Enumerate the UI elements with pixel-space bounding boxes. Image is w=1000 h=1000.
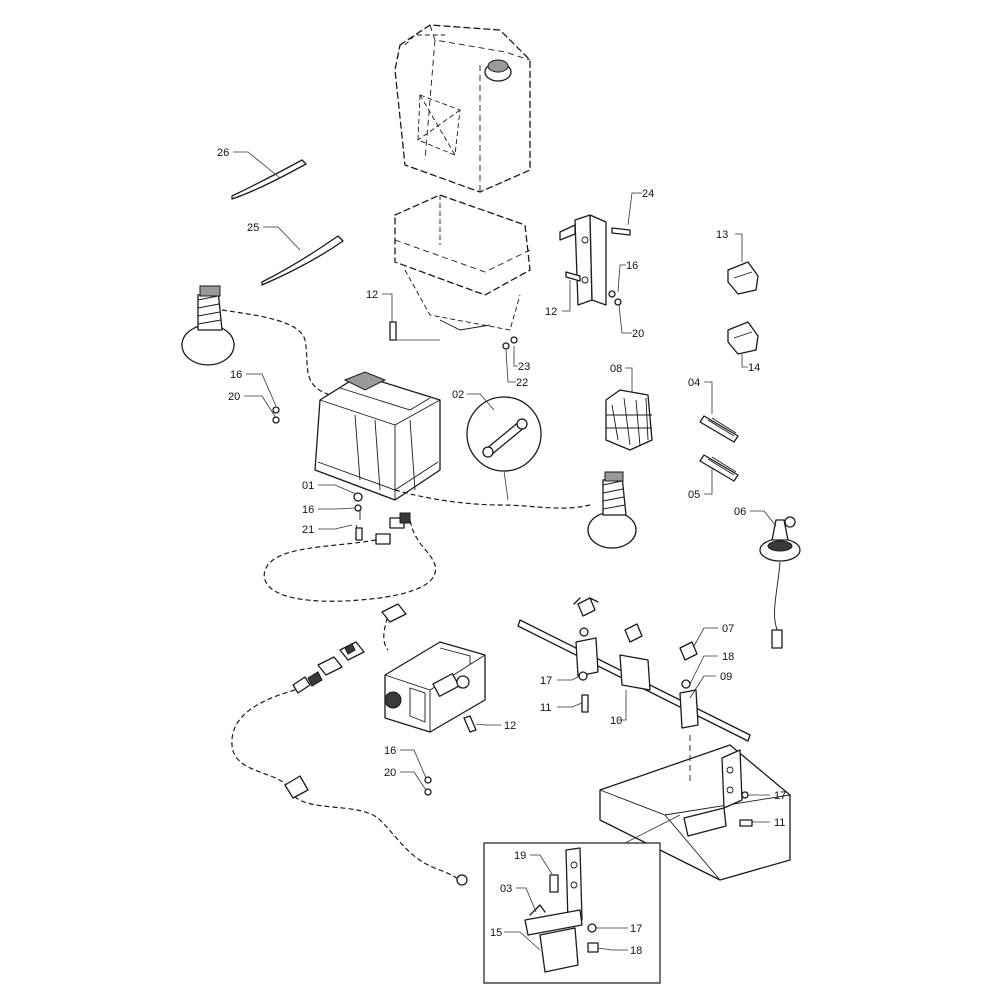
callout-03: 03	[500, 883, 512, 895]
rod-05	[699, 454, 739, 482]
clip-14	[727, 321, 759, 355]
callout-15: 15	[490, 927, 502, 939]
support-bar-assembly	[517, 597, 751, 742]
callout-17-bar: 17	[540, 675, 552, 687]
callout-07: 07	[722, 623, 734, 635]
washer-nut-16-20-left	[272, 406, 280, 424]
washer-nut-22-23	[502, 336, 518, 350]
callout-22: 22	[516, 377, 528, 389]
leader-lines	[233, 151, 777, 951]
beacon-light-right	[587, 471, 637, 549]
callout-06: 06	[734, 506, 746, 518]
callout-16-control-box: 16	[384, 745, 396, 757]
rod-04	[699, 415, 739, 443]
callout-25: 25	[247, 222, 259, 234]
callout-23: 23	[518, 361, 530, 373]
callout-20-bracket: 20	[632, 328, 644, 340]
connector-pair	[355, 505, 411, 545]
screw-12-control-box	[463, 715, 477, 733]
part-02-tube-callout	[466, 396, 542, 501]
brush-08	[605, 389, 653, 451]
frame-bracket	[683, 749, 743, 837]
beacon-light-left	[181, 285, 331, 396]
callout-20-control-box: 20	[384, 767, 396, 779]
washer-nut-16-20-lower	[424, 776, 432, 796]
callout-09: 09	[720, 671, 732, 683]
callout-20-left: 20	[228, 391, 240, 403]
clip-13	[727, 261, 759, 295]
callout-11-frame: 11	[774, 817, 785, 829]
cable-loop-upper	[263, 519, 437, 602]
bolt-21-washer-16	[353, 492, 363, 512]
control-box-connectors	[292, 603, 407, 694]
callout-12-tray: 12	[366, 289, 378, 301]
callout-10: 10	[610, 715, 622, 727]
callout-11-bar: 11	[540, 702, 551, 714]
screw-12-tray	[389, 321, 440, 341]
power-cable	[231, 689, 463, 883]
jerry-can	[394, 24, 531, 193]
callout-16-bracket: 16	[626, 260, 638, 272]
callout-19: 19	[514, 850, 526, 862]
callout-17-inset: 17	[630, 923, 642, 935]
callout-labels: 26 25 12 16 20 02 01 16 21 24 16 12 20 2…	[217, 147, 786, 957]
callout-18-bar: 18	[722, 651, 734, 663]
inline-fuse	[284, 775, 309, 799]
callout-02: 02	[452, 389, 464, 401]
callout-16-housing: 16	[302, 504, 314, 516]
callout-21: 21	[302, 524, 314, 536]
callout-01: 01	[302, 480, 314, 492]
callout-16-left: 16	[230, 369, 242, 381]
callout-13: 13	[716, 229, 728, 241]
callout-12-control-box: 12	[504, 720, 516, 732]
sensor-06	[759, 516, 801, 649]
washer-17-bolt-11-right	[739, 791, 753, 827]
cable-tie-26	[231, 159, 307, 200]
ring-terminal	[456, 874, 468, 886]
spreader-motor-housing	[314, 371, 441, 501]
control-box	[384, 641, 486, 733]
cable-housing-to-right-light	[394, 489, 591, 509]
callout-04: 04	[688, 377, 700, 389]
can-holder-tray	[394, 194, 531, 331]
detail-inset	[483, 814, 681, 984]
callout-17-frame: 17	[774, 790, 786, 802]
callout-05: 05	[688, 489, 700, 501]
callout-18-inset: 18	[630, 945, 642, 957]
callout-08: 08	[610, 363, 622, 375]
callout-12-bracket: 12	[545, 306, 557, 318]
callout-14: 14	[748, 362, 760, 374]
callout-24: 24	[642, 188, 654, 200]
frame-tube	[599, 735, 791, 881]
cable-tie-25	[261, 235, 344, 286]
mounting-bracket-upper	[559, 214, 631, 306]
callout-26: 26	[217, 147, 229, 159]
